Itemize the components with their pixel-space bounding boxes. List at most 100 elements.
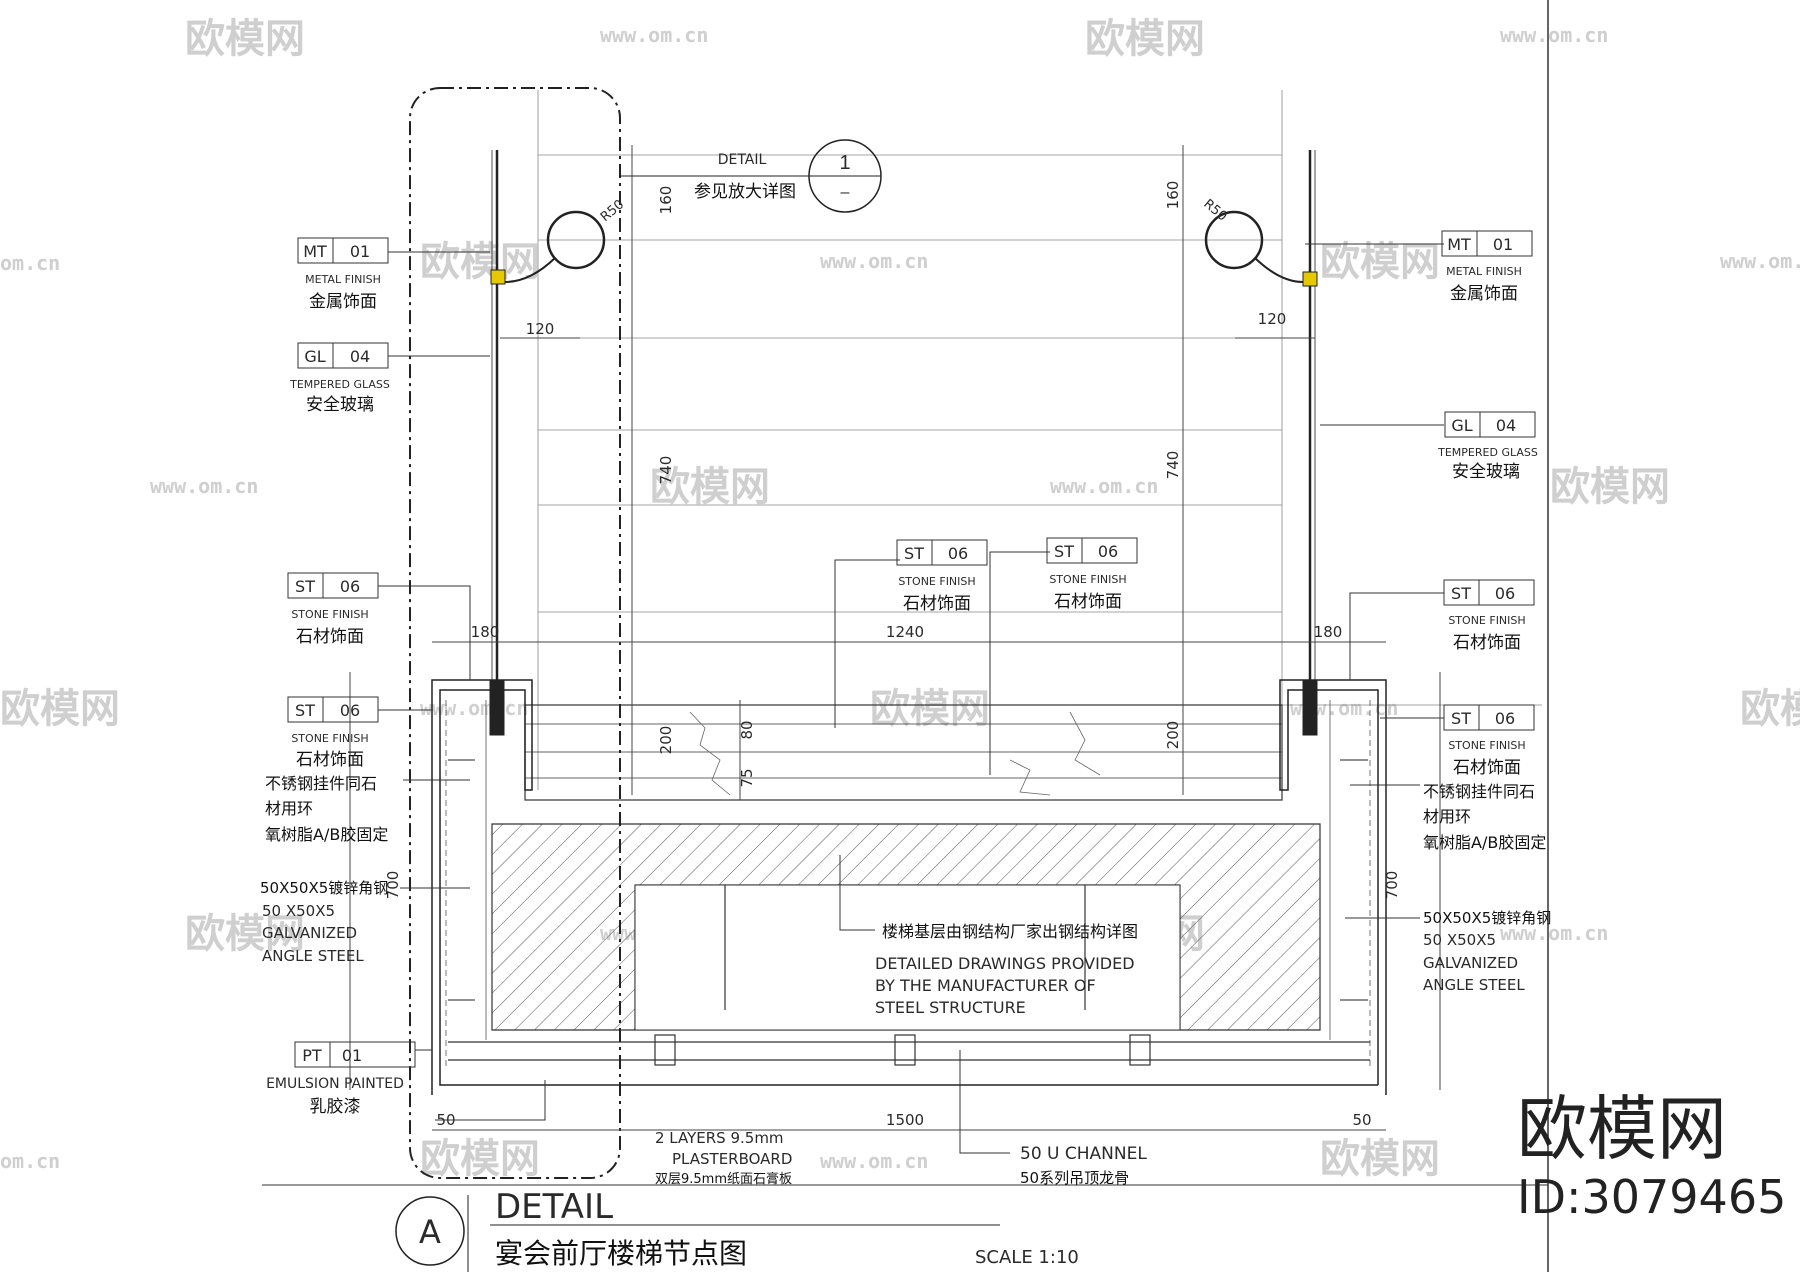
right-stringer <box>1204 150 1387 1095</box>
dim-200-left: 200 <box>657 726 675 755</box>
note-hanger-line-1: 不锈钢挂件同石 <box>265 774 377 793</box>
tag-cn: 安全玻璃 <box>1452 462 1520 482</box>
watermark-url: www.om.cn <box>820 1149 928 1173</box>
tag-en: STONE FINISH <box>898 575 975 588</box>
tag-code: MT <box>303 242 327 261</box>
dimensions <box>349 145 1441 1131</box>
dim-180-right: 180 <box>1314 623 1343 641</box>
note-steel-en-1: DETAILED DRAWINGS PROVIDED <box>875 954 1135 973</box>
tag-en: METAL FINISH <box>305 273 381 286</box>
dim-1500: 1500 <box>886 1111 924 1129</box>
notes-bottom: 2 LAYERS 9.5mm PLASTERBOARD 双层9.5mm纸面石膏板… <box>655 1129 1147 1187</box>
watermark-id: ID:3079465 <box>1517 1170 1786 1224</box>
watermark-url: om.cn <box>0 1149 60 1173</box>
note-hanger-line-3: 氧树脂A/B胶固定 <box>1423 833 1546 852</box>
dim-1240: 1240 <box>886 623 924 641</box>
dim-700-right: 700 <box>1383 871 1401 900</box>
tag-num: 01 <box>342 1046 362 1065</box>
tag-cn: 石材饰面 <box>1453 758 1521 778</box>
tag-code: ST <box>1451 584 1471 603</box>
dim-75: 75 <box>738 768 756 787</box>
tag-en: STONE FINISH <box>1448 614 1525 627</box>
tag-st06-right-a: ST 06 STONE FINISH 石材饰面 <box>1443 579 1535 653</box>
tag-num: 04 <box>1496 416 1516 435</box>
tag-code: ST <box>295 577 315 596</box>
dim-740-right: 740 <box>1164 451 1182 480</box>
steel-base-section <box>491 823 1321 1031</box>
detail-callout-boundary <box>409 87 621 1179</box>
tag-code: ST <box>1451 709 1471 728</box>
watermark-brand: 欧模网 <box>650 464 770 510</box>
watermark-url: www.om.cn <box>1500 23 1608 47</box>
tag-en: STONE FINISH <box>1049 573 1126 586</box>
note-angle-en-2: GALVANIZED <box>262 924 357 942</box>
callout-number: 1 <box>839 152 850 174</box>
dim-180-left: 180 <box>471 623 500 641</box>
tag-en: TEMPERED GLASS <box>1437 446 1538 459</box>
dim-80: 80 <box>738 720 756 739</box>
tag-code: ST <box>904 544 924 563</box>
tag-num: 06 <box>1098 542 1118 561</box>
note-angle-cn: 50X50X5镀锌角钢 <box>1423 909 1551 927</box>
tag-en: METAL FINISH <box>1446 265 1522 278</box>
notes-center: 楼梯基层由钢结构厂家出钢结构详图 DETAILED DRAWINGS PROVI… <box>875 922 1138 1017</box>
tag-num: 06 <box>948 544 968 563</box>
tag-mt01-left: MT 01 METAL FINISH 金属饰面 <box>297 237 389 312</box>
leader-lines <box>378 243 1444 1154</box>
tag-num: 06 <box>1495 584 1515 603</box>
ceiling-channels <box>448 885 1370 1066</box>
tag-cn: 金属饰面 <box>1450 284 1518 304</box>
watermark-url: om.cn <box>0 251 60 275</box>
note-hanger-line-2: 材用环 <box>265 799 313 818</box>
tag-cn: 石材饰面 <box>903 594 971 614</box>
dim-r50-right: R50 <box>1200 197 1229 225</box>
note-hanger-line-3: 氧树脂A/B胶固定 <box>265 825 388 844</box>
tag-en: TEMPERED GLASS <box>289 378 390 391</box>
callout-detail-en: DETAIL <box>718 152 767 168</box>
tag-st06-left-b: ST 06 STONE FINISH 石材饰面 <box>287 696 379 770</box>
title-marker: A <box>419 1213 441 1251</box>
dim-160-right: 160 <box>1164 181 1182 210</box>
tag-cn: 金属饰面 <box>309 292 377 312</box>
tag-cn: 石材饰面 <box>296 627 364 647</box>
title-en: DETAIL <box>495 1187 613 1227</box>
watermark-url: www.om.cn <box>820 249 928 273</box>
tag-cn: 安全玻璃 <box>306 395 374 415</box>
tag-num: 01 <box>1493 235 1513 254</box>
note-angle-en-1: 50 X50X5 <box>262 902 335 920</box>
tag-pt01-left: PT 01 EMULSION PAINTED 乳胶漆 <box>266 1041 416 1117</box>
note-board-en-1: 2 LAYERS 9.5mm <box>655 1129 784 1147</box>
dim-740-left: 740 <box>657 456 675 485</box>
watermark-brand: 欧模网 <box>1740 686 1800 732</box>
notes-right: 不锈钢挂件同石 材用环 氧树脂A/B胶固定 50X50X5镀锌角钢 50 X50… <box>1423 782 1551 994</box>
callout-detail-cn: 参见放大详图 <box>694 182 796 202</box>
dim-120-left: 120 <box>526 320 555 338</box>
watermark-url: www.om.cn <box>1720 249 1800 273</box>
tag-en: STONE FINISH <box>291 608 368 621</box>
watermark-url: www.om.cn <box>1050 474 1158 498</box>
dim-r50-left: R50 <box>598 197 627 225</box>
tag-st06-mid-b: ST 06 STONE FINISH 石材饰面 <box>1046 537 1138 612</box>
tag-num: 06 <box>340 577 360 596</box>
title-cn: 宴会前厅楼梯节点图 <box>495 1237 747 1270</box>
tag-cn: 石材饰面 <box>1453 633 1521 653</box>
tag-code: ST <box>1054 542 1074 561</box>
dim-120-right: 120 <box>1258 310 1287 328</box>
tag-st06-mid-a: ST 06 STONE FINISH 石材饰面 <box>896 539 988 614</box>
reference-lines <box>537 90 1542 790</box>
tag-st06-left-a: ST 06 STONE FINISH 石材饰面 <box>287 572 379 647</box>
tag-code: MT <box>1447 235 1471 254</box>
tag-st06-right-b: ST 06 STONE FINISH 石材饰面 <box>1443 704 1535 778</box>
watermark-url: www.om.cn <box>600 23 708 47</box>
tag-num: 04 <box>350 347 370 366</box>
watermark-brand: 欧模网 <box>1320 1136 1440 1182</box>
left-stringer <box>431 150 1378 1095</box>
tag-cn: 乳胶漆 <box>310 1097 361 1117</box>
tag-num: 06 <box>340 701 360 720</box>
notes-left: 不锈钢挂件同石 材用环 氧树脂A/B胶固定 50X50X5镀锌角钢 50 X50… <box>260 774 388 965</box>
tag-code: GL <box>304 347 325 366</box>
watermark-url: www.om.cn <box>1500 921 1608 945</box>
note-angle-en-1: 50 X50X5 <box>1423 931 1496 949</box>
title-scale: SCALE 1:10 <box>975 1247 1079 1268</box>
